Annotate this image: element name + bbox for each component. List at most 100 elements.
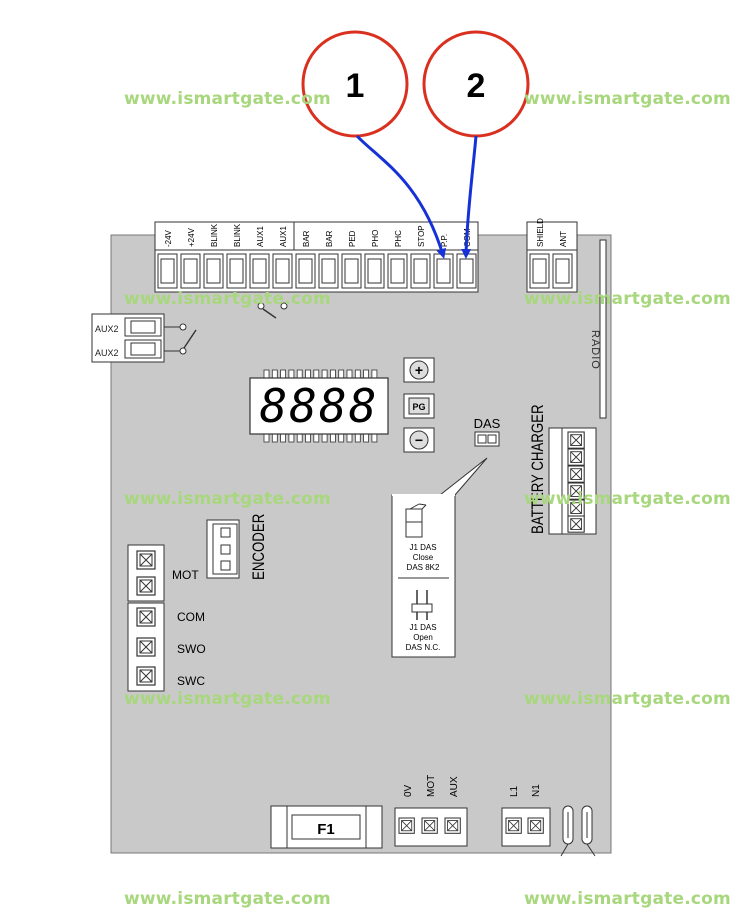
top-terminal-label: AUX1 bbox=[256, 226, 265, 247]
top-terminal-label: BAR bbox=[302, 230, 311, 247]
top-terminal-label: P.P. bbox=[440, 234, 449, 247]
plus-button[interactable]: + bbox=[403, 357, 435, 383]
limit-swc-label: SWC bbox=[177, 674, 205, 688]
fuse-label: F1 bbox=[317, 821, 335, 838]
display-pin bbox=[288, 369, 295, 379]
aux2-block: AUX2 AUX2 bbox=[91, 313, 197, 363]
watermark-4: www.ismartgate.com bbox=[524, 289, 731, 309]
watermark-5: www.ismartgate.com bbox=[124, 489, 331, 509]
battery-charger-block: BATTERY CHARGER bbox=[529, 404, 597, 535]
top-terminal: BLINK bbox=[226, 223, 247, 289]
das-jumper: DAS bbox=[474, 416, 501, 447]
display-pin bbox=[329, 369, 336, 379]
watermark-8: www.ismartgate.com bbox=[524, 689, 731, 709]
limit-com-label: COM bbox=[177, 610, 205, 624]
encoder-connector: ENCODER bbox=[206, 514, 269, 580]
display-pin bbox=[346, 369, 353, 379]
display-pin bbox=[296, 369, 303, 379]
jumper-closed-icon bbox=[405, 503, 427, 538]
minus-button-label: − bbox=[415, 432, 423, 448]
top-terminal: +24V bbox=[180, 227, 201, 289]
top-terminal: PED bbox=[341, 230, 362, 289]
display-pin bbox=[363, 369, 370, 379]
top-terminal: BAR bbox=[318, 230, 339, 289]
display-pin bbox=[305, 369, 311, 379]
das-open-line2: Open bbox=[413, 633, 433, 642]
display-pin bbox=[371, 369, 378, 379]
power-term-l1: L1 bbox=[509, 785, 520, 797]
das-open-line3: DAS N.C. bbox=[406, 643, 441, 652]
top-terminal-label: +24V bbox=[187, 227, 196, 247]
display-pin bbox=[321, 433, 328, 443]
top-terminal-label: BLINK bbox=[210, 223, 219, 247]
display-pin bbox=[263, 433, 270, 443]
mot-label: MOT bbox=[172, 568, 199, 582]
jumper-open-icon bbox=[411, 590, 433, 620]
display-pin bbox=[313, 433, 320, 443]
top-terminal: PHO bbox=[364, 230, 385, 289]
aux2-label-top: AUX2 bbox=[95, 324, 119, 334]
display-pin bbox=[280, 433, 287, 443]
bottom-term-0v: 0V bbox=[403, 784, 414, 797]
top-terminal: P.P. bbox=[433, 234, 454, 289]
top-terminal-label: BLINK bbox=[233, 223, 242, 247]
callout-2: 2 bbox=[422, 30, 530, 138]
bottom-term-mot: MOT bbox=[426, 775, 437, 797]
antenna-terminal: ANT bbox=[552, 231, 573, 289]
board-body bbox=[110, 234, 612, 854]
top-terminal-label: PHC bbox=[394, 230, 403, 247]
display-pin bbox=[354, 369, 361, 379]
pg-button[interactable]: PG bbox=[403, 393, 435, 419]
fuse-f1: F1 bbox=[270, 805, 383, 849]
display-pin bbox=[305, 433, 311, 443]
limit-switch-block: COM SWO SWC bbox=[127, 602, 206, 692]
top-terminal: BAR bbox=[295, 230, 316, 289]
display-pin bbox=[354, 433, 361, 443]
top-terminal: AUX1 bbox=[272, 226, 293, 289]
display-pin bbox=[271, 369, 278, 379]
display-pin bbox=[321, 369, 328, 379]
arrow-callout-1 bbox=[355, 134, 447, 259]
das-label: DAS bbox=[474, 416, 501, 431]
top-terminal-label: AUX1 bbox=[279, 226, 288, 247]
motor-terminal-block: MOT bbox=[127, 544, 199, 602]
das-info-panel: J1 DAS Close DAS 8K2 J1 DAS Open DAS N.C… bbox=[391, 457, 488, 658]
power-terminal-block: L1 N1 bbox=[501, 784, 551, 847]
watermark-1: www.ismartgate.com bbox=[124, 89, 331, 109]
pg-button-label: PG bbox=[412, 402, 425, 412]
das-close-line2: Close bbox=[413, 553, 434, 562]
seven-segment-display: 8888 bbox=[249, 369, 389, 443]
display-pin bbox=[338, 433, 345, 443]
radio-slot: RADIO bbox=[589, 239, 607, 419]
callout-1-label: 1 bbox=[346, 67, 365, 105]
display-pin bbox=[338, 369, 345, 379]
display-pin bbox=[313, 369, 320, 379]
radio-label: RADIO bbox=[589, 330, 601, 370]
encoder-label: ENCODER bbox=[250, 514, 269, 580]
display-pin bbox=[296, 433, 303, 443]
top-terminal-label: PHO bbox=[371, 230, 380, 247]
top-terminal: AUX1 bbox=[249, 226, 270, 289]
power-term-n1: N1 bbox=[531, 784, 542, 797]
top-terminal: -24V bbox=[157, 229, 178, 289]
das-close-line1: J1 DAS bbox=[409, 543, 436, 552]
battery-charger-label: BATTERY CHARGER bbox=[529, 404, 548, 534]
top-terminal-label: STOP bbox=[417, 225, 426, 247]
display-pin bbox=[280, 369, 287, 379]
display-digits: 8888 bbox=[260, 379, 379, 433]
antenna-terminal-label: ANT bbox=[559, 231, 568, 247]
antenna-terminal: SHIELD bbox=[529, 218, 550, 289]
display-pin bbox=[371, 433, 378, 443]
callout-2-label: 2 bbox=[467, 67, 486, 105]
plus-button-label: + bbox=[415, 362, 423, 378]
top-terminal-label: PED bbox=[348, 230, 357, 247]
minus-button[interactable]: − bbox=[403, 427, 435, 453]
display-pin bbox=[329, 433, 336, 443]
antenna-terminal-block: SHIELD ANT bbox=[526, 218, 578, 293]
das-open-line1: J1 DAS bbox=[409, 623, 436, 632]
top-terminal: BLINK bbox=[203, 223, 224, 289]
watermark-7: www.ismartgate.com bbox=[124, 689, 331, 709]
watermark-6: www.ismartgate.com bbox=[524, 489, 731, 509]
display-pin bbox=[271, 433, 278, 443]
